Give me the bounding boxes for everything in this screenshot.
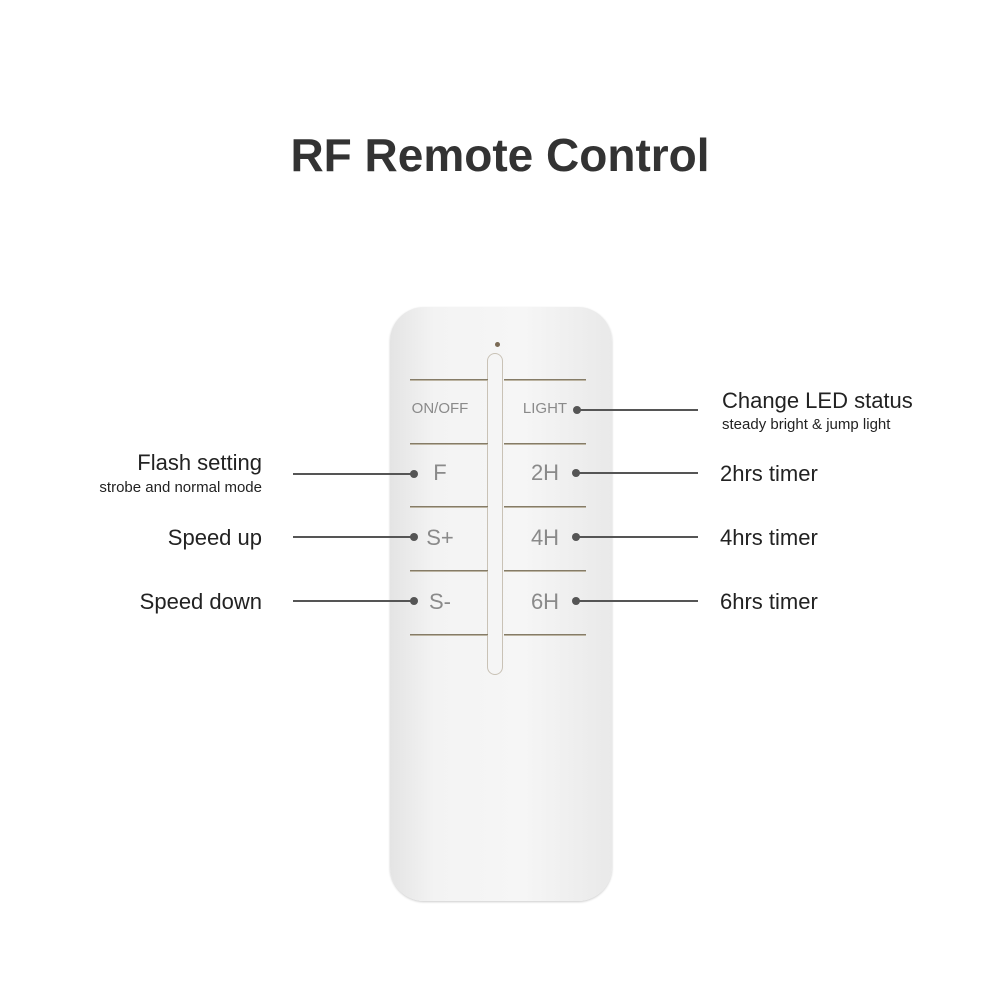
onoff-button[interactable]: ON/OFF [411,400,469,417]
callout-line [578,472,698,474]
row-divider [410,506,488,508]
timer-2h-button[interactable]: 2H [530,460,560,485]
row-divider [410,570,488,572]
timer-6h-label: 6hrs timer [720,589,818,614]
timer-6h-button[interactable]: 6H [530,589,560,614]
flash-callout-label: Flash setting [137,450,262,475]
flash-button[interactable]: F [433,460,447,485]
callout-dot [410,470,418,478]
speed-down-label: Speed down [139,589,262,614]
callout-dot [410,597,418,605]
light-button[interactable]: LIGHT [522,400,568,417]
timer-2h-label: 2hrs timer [720,461,818,486]
callout-line [293,600,411,602]
timer-4h-button[interactable]: 4H [530,525,560,550]
callout-dot [572,469,580,477]
row-divider [410,379,488,381]
row-divider [504,570,586,572]
callout-line [293,536,411,538]
callout-dot [573,406,581,414]
callout-line [578,409,698,411]
callout-dot [572,597,580,605]
rf-remote: ON/OFF LIGHT F 2H S+ 4H S- 6H [390,307,612,901]
flash-callout-sub: strobe and normal mode [99,479,262,496]
row-divider [504,379,586,381]
led-indicator-icon [495,342,500,347]
page-title: RF Remote Control [290,129,710,181]
row-divider [410,634,488,636]
speed-down-button[interactable]: S- [429,589,451,614]
row-divider [504,443,586,445]
callout-line [578,600,698,602]
callout-line [578,536,698,538]
timer-4h-label: 4hrs timer [720,525,818,550]
row-divider [504,634,586,636]
row-divider [410,443,488,445]
speed-up-button[interactable]: S+ [426,525,454,550]
speed-up-label: Speed up [167,525,262,550]
center-divider [487,353,503,675]
callout-dot [410,533,418,541]
light-callout-label: Change LED status [722,388,913,413]
row-divider [504,506,586,508]
callout-line [293,473,411,475]
callout-dot [572,533,580,541]
light-callout-sub: steady bright & jump light [722,416,891,433]
